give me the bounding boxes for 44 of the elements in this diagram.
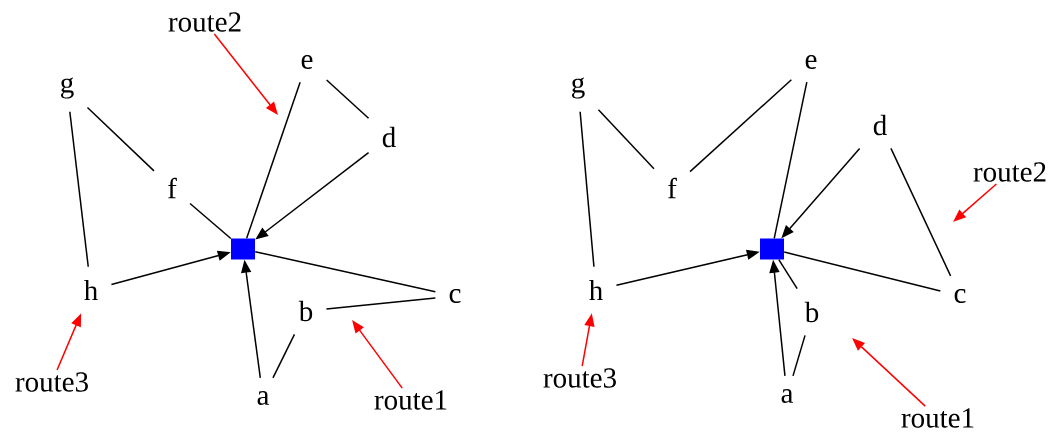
node-label: f [168,177,177,199]
connector-line [773,81,808,240]
node-label: h [589,279,603,301]
connector-line [189,202,232,240]
node-label: g [61,77,74,99]
hub-square [760,238,784,260]
node-label: b [298,300,313,322]
connector-line [272,333,296,379]
connector-line [689,79,793,173]
node-label: a [781,389,794,403]
connector-line [325,79,370,120]
route-label: route1 [901,408,974,428]
node-label: g [572,77,585,99]
connector-line [890,147,952,277]
route-label: route1 [374,390,447,410]
leader-line [213,33,278,115]
node-label: e [301,55,313,69]
node-label: a [257,391,270,405]
route-label: route2 [168,12,241,32]
connector-line [783,251,942,292]
node-label: d [873,114,887,136]
node-label: f [668,177,677,199]
connector-line [792,334,806,377]
node-label: h [84,279,98,301]
route-label: route3 [15,372,88,392]
leader-line [852,338,926,407]
connector-line [579,111,595,268]
leader-line [953,183,998,222]
connector-line [86,106,155,172]
connector-line [778,258,798,290]
connector-line [245,81,301,240]
connector-line [597,109,655,170]
node-label: c [449,289,461,303]
hub-square [231,238,255,260]
node-label: e [805,55,817,69]
node-label: c [954,289,966,303]
connector-line [69,111,89,268]
route-label: route2 [973,162,1046,182]
leader-line [352,320,403,389]
node-label: d [382,126,396,148]
route-label: route3 [543,368,616,388]
connector-line [325,297,437,310]
node-label: b [804,301,819,323]
connector-line [254,250,437,293]
